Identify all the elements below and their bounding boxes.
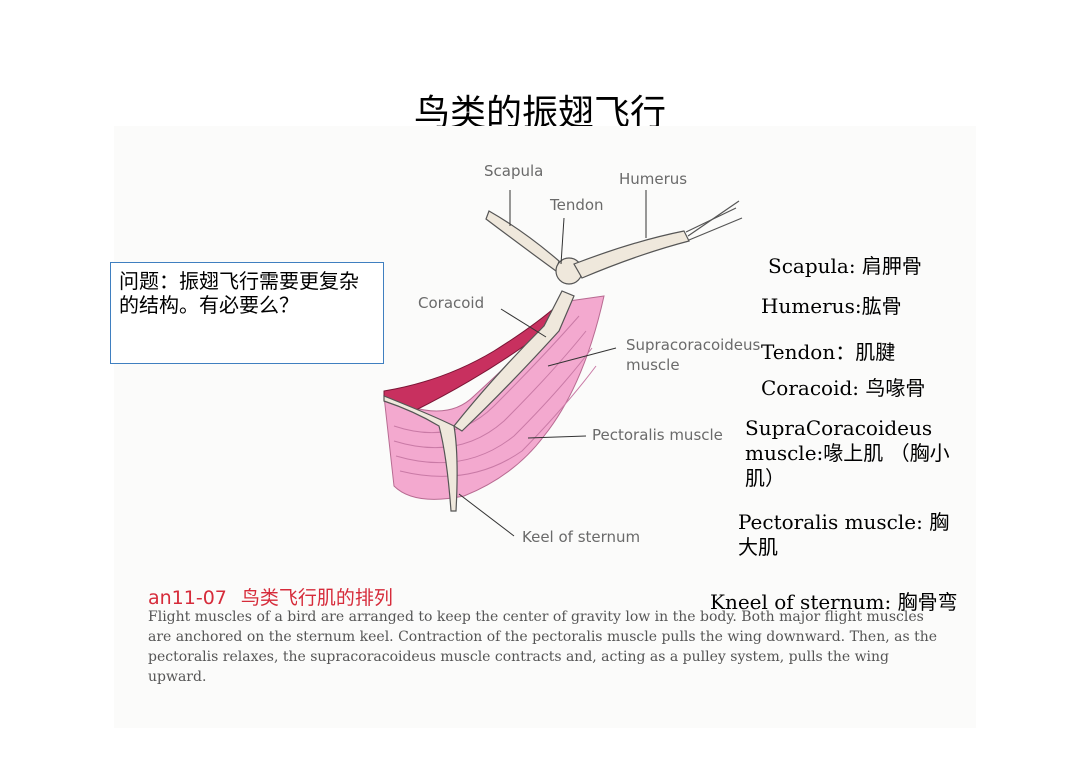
caption-code: an11-07 xyxy=(148,587,227,609)
label-supracoracoideus-line1: Supracoracoideus xyxy=(626,336,761,354)
gloss-scapula: Scapula: 肩胛骨 xyxy=(768,254,922,278)
label-keel: Keel of sternum xyxy=(522,528,641,546)
gloss-humerus: Humerus:肱骨 xyxy=(761,294,902,318)
label-tendon: Tendon xyxy=(550,196,604,214)
humerus-bone-shape xyxy=(573,230,690,279)
pectoralis-stripes xyxy=(393,315,597,477)
coracoid-bone-shape xyxy=(453,290,575,432)
label-pectoralis: Pectoralis muscle xyxy=(592,426,723,444)
wing-bones xyxy=(685,200,743,241)
figure-panel: Scapula Humerus Tendon Coracoid Supracor… xyxy=(114,126,976,728)
scapula-bone-shape xyxy=(485,210,560,272)
label-supracoracoideus-line2: muscle xyxy=(626,356,680,374)
flight-muscle-diagram xyxy=(383,190,743,537)
gloss-coracoid: Coracoid: 鸟喙骨 xyxy=(761,376,926,400)
caption-title: 鸟类飞行肌的排列 xyxy=(240,587,393,609)
leader-lines xyxy=(458,190,647,537)
question-box: 问题：振翅飞行需要更复杂的结构。有必要么？ xyxy=(110,262,384,364)
caption-heading: an11-07 鸟类飞行肌的排列 xyxy=(148,583,393,610)
gloss-keel: Kneel of sternum: 胸骨弯 xyxy=(710,590,958,614)
sternum-keel-shape xyxy=(383,395,458,512)
gloss-pectoralis: Pectoralis muscle: 胸大肌 xyxy=(738,510,950,559)
gloss-tendon: Tendon：肌腱 xyxy=(761,340,896,364)
label-scapula: Scapula xyxy=(484,162,544,180)
caption-body: Flight muscles of a bird are arranged to… xyxy=(148,609,938,685)
label-humerus: Humerus xyxy=(619,170,688,188)
gloss-supracoracoideus: SupraCoracoideus muscle:喙上肌 （胸小肌） xyxy=(745,416,950,490)
label-coracoid: Coracoid xyxy=(418,294,485,312)
